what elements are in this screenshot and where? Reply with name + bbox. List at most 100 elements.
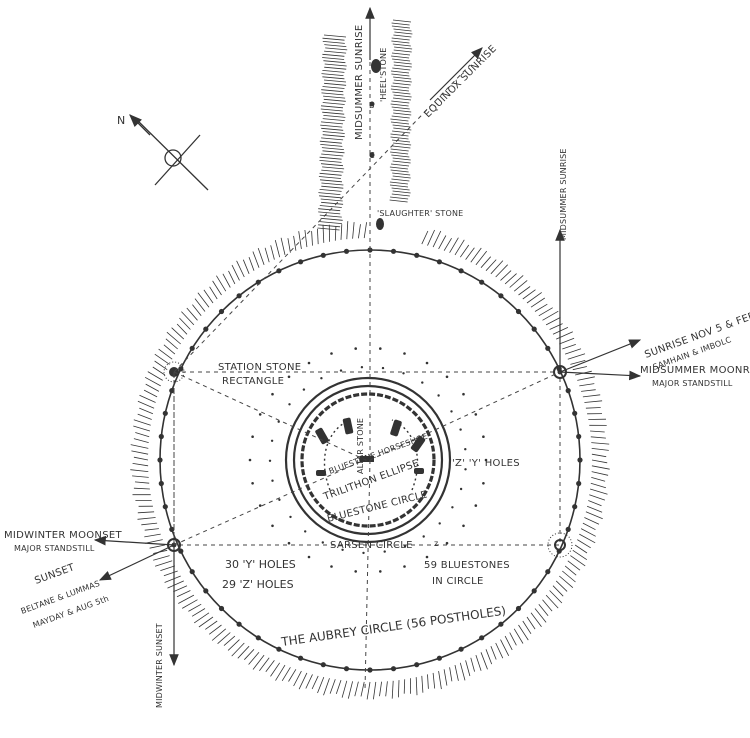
- avenue-hatch: [392, 160, 411, 164]
- bank-hatch: [522, 620, 532, 635]
- aubrey-hole: [320, 662, 326, 668]
- bank-hatch: [222, 273, 231, 288]
- z-hole: [450, 410, 453, 413]
- slaughter-stone: [376, 218, 384, 230]
- bank-hatch: [293, 670, 302, 687]
- avenue-hatch: [391, 85, 410, 89]
- avenue-hatch: [324, 50, 347, 54]
- avenue-hatch: [319, 205, 342, 208]
- y-hole: [482, 435, 485, 439]
- bank-hatch: [197, 292, 210, 308]
- bank-hatch: [354, 681, 359, 697]
- bank-hatch: [257, 247, 265, 266]
- bank-hatch: [275, 664, 286, 681]
- north-compass: [129, 114, 209, 191]
- bank-hatch: [366, 681, 371, 700]
- aubrey-hole: [343, 666, 350, 672]
- bank-hatch: [317, 676, 325, 694]
- aubrey-hole: [367, 667, 373, 673]
- bank-hatch: [421, 230, 429, 245]
- altar-stone-label: ALTAR STONE: [356, 418, 365, 474]
- avenue-hatch: [322, 53, 345, 57]
- bank-hatch: [165, 338, 178, 350]
- y-hole: [287, 541, 291, 545]
- z-hole: [270, 439, 274, 442]
- aubrey-hole: [276, 268, 282, 274]
- avenue-hatch: [391, 193, 410, 197]
- aubrey-hole: [178, 366, 184, 372]
- bank-hatch: [391, 680, 394, 699]
- bank-hatch: [465, 660, 471, 677]
- z-hole: [341, 548, 344, 551]
- bank-hatch: [590, 436, 606, 439]
- y-hole: [425, 361, 429, 365]
- avenue-hatch: [392, 82, 411, 86]
- avenue-hatch: [322, 41, 345, 44]
- bank-hatch: [352, 222, 355, 239]
- bank-hatch: [133, 456, 149, 461]
- bank-hatch: [363, 222, 367, 239]
- aubrey-hole: [189, 569, 195, 575]
- avenue-hatch: [318, 211, 341, 215]
- bank-hatch: [480, 256, 492, 268]
- bank-hatch: [379, 681, 382, 697]
- bank-hatch: [188, 603, 202, 612]
- aubrey-hole: [414, 252, 420, 258]
- bank-hatch: [153, 555, 170, 561]
- bank-hatch: [586, 505, 603, 513]
- bank-hatch: [564, 348, 582, 355]
- bank-hatch: [427, 674, 429, 689]
- bank-hatch: [449, 237, 459, 253]
- bank-hatch: [534, 608, 547, 623]
- bank-hatch: [242, 259, 250, 274]
- bank-hatch: [135, 432, 150, 438]
- bank-hatch: [133, 419, 151, 426]
- z-hole: [422, 535, 425, 538]
- bank-hatch: [526, 616, 536, 630]
- bank-hatch: [591, 453, 607, 458]
- bank-hatch: [173, 585, 188, 593]
- bank-hatch: [403, 679, 406, 694]
- bank-hatch: [465, 247, 475, 260]
- avenue-hatch: [321, 185, 344, 189]
- avenue-hatch: [394, 31, 413, 35]
- bank-hatch: [470, 247, 482, 263]
- avenue-hatch: [391, 187, 410, 191]
- bank-hatch: [577, 539, 591, 549]
- bank-hatch: [149, 544, 165, 549]
- aubrey-hole: [498, 293, 504, 299]
- bank-hatch: [166, 331, 181, 345]
- bank-hatch: [518, 286, 531, 296]
- avenue-hatch: [393, 112, 412, 116]
- avenue-hatch: [392, 130, 411, 134]
- avenue-banks: [317, 19, 413, 231]
- aubrey-hole: [572, 504, 578, 510]
- avenue-hatch: [392, 124, 411, 128]
- y-hole: [403, 565, 406, 568]
- bank-hatch: [591, 459, 608, 464]
- bank-hatch: [133, 438, 149, 443]
- aubrey-hole: [479, 279, 485, 285]
- y-hole: [271, 524, 274, 528]
- sightline-arrows: [93, 6, 642, 667]
- bank-hatch: [198, 616, 214, 628]
- y-hole: [307, 555, 311, 559]
- bank-hatch: [158, 348, 173, 360]
- bank-hatch: [398, 680, 400, 698]
- bank-hatch: [504, 635, 513, 651]
- bank-hatch: [588, 500, 602, 507]
- avenue-hatch: [321, 182, 344, 186]
- bank-hatch: [134, 481, 150, 484]
- z-hole: [339, 369, 343, 372]
- avenue-hatch: [394, 46, 413, 50]
- midwinter-sunset-label: MIDWINTER SUNSET: [155, 623, 164, 708]
- aubrey-hole: [298, 259, 304, 265]
- avenue-hatch: [392, 43, 411, 47]
- z-hole: [360, 366, 364, 369]
- avenue-hatch: [319, 179, 343, 183]
- bank-hatch: [137, 511, 155, 514]
- avenue-hatch: [322, 118, 345, 121]
- aubrey-hole: [157, 457, 163, 463]
- bank-hatch: [154, 353, 170, 365]
- avenue-hatch: [391, 73, 410, 77]
